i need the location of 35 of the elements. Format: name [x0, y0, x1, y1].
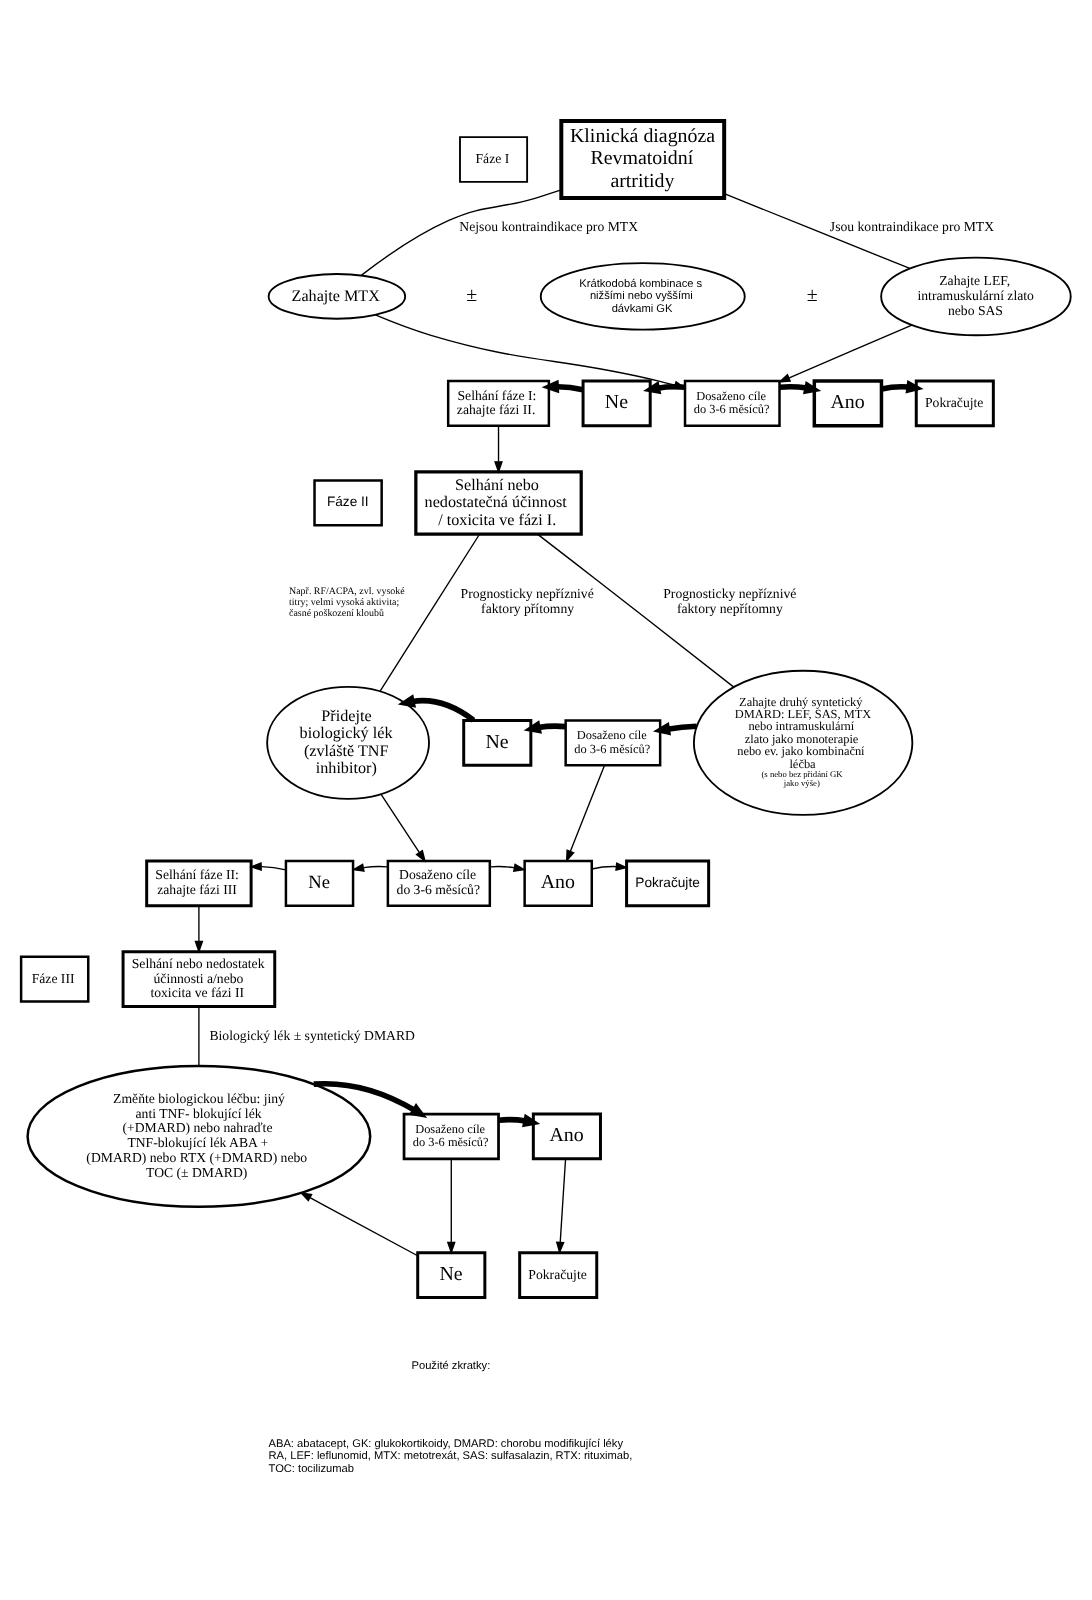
arrow: [313, 1080, 428, 1118]
node-box: Ne: [416, 1251, 487, 1299]
arrow: [541, 379, 584, 394]
arrow: [351, 863, 389, 872]
arrow: [777, 324, 913, 383]
label: ±: [466, 285, 478, 308]
arrow: [498, 1113, 541, 1128]
connector: [360, 189, 562, 277]
arrow: [523, 720, 566, 734]
node-box: Ne: [284, 859, 355, 907]
node-box: Ano: [812, 379, 884, 428]
arrow: [779, 380, 822, 395]
arrow: [881, 379, 924, 394]
arrow: [249, 862, 287, 871]
node-box: Klinická diagnóza Revmatoidní artritidy: [559, 119, 727, 201]
arrow: [446, 1158, 456, 1255]
arrow: [652, 722, 697, 736]
connector: [537, 533, 735, 688]
node-box: Ne: [462, 719, 533, 767]
arrow: [397, 694, 476, 723]
node-box: Ne: [581, 379, 652, 428]
arrow: [555, 1158, 567, 1255]
node-box: Ano: [523, 859, 593, 907]
arrow: [380, 793, 427, 863]
connector: [198, 1005, 200, 1067]
node-box: Ano: [531, 1112, 602, 1161]
label: ±: [806, 285, 818, 308]
arrow: [299, 1191, 419, 1257]
arrow: [194, 905, 204, 954]
arrow: [489, 863, 527, 872]
connector: [379, 533, 481, 692]
arrow: [591, 862, 629, 871]
arrow: [565, 765, 606, 863]
connector: [723, 192, 911, 270]
arrow: [494, 425, 503, 474]
